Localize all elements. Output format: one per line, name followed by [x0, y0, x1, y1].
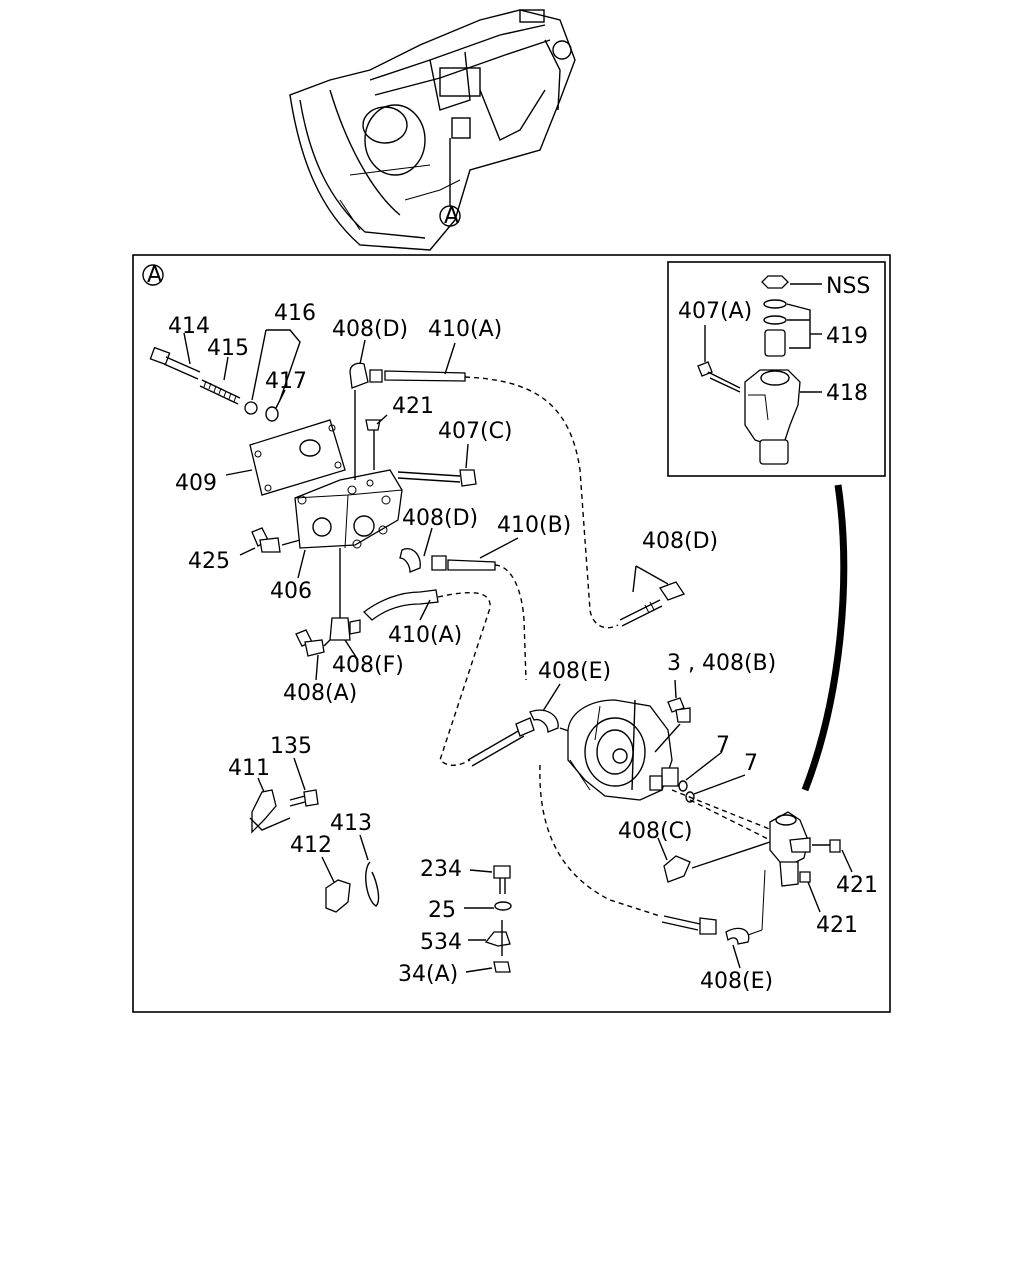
elbow-408c: [663, 855, 691, 883]
pipe-410a-mid: [363, 589, 439, 621]
label-419: 419: [826, 324, 868, 349]
clip-412: [325, 879, 351, 913]
label-410a-mid: 410(A): [388, 623, 462, 648]
view-marker-a-frame: A: [147, 263, 162, 288]
label-410b: 410(B): [497, 513, 571, 538]
label-7a: 7: [716, 733, 730, 758]
pipe-410b: [447, 559, 496, 571]
elbow-408d-mid: [399, 548, 421, 573]
label-nss: NSS: [826, 274, 870, 299]
stud-415: [199, 379, 241, 405]
label-417: 417: [265, 369, 307, 394]
label-408f: 408(F): [332, 653, 404, 678]
label-414: 414: [168, 314, 210, 339]
plug-421-r1: [829, 839, 841, 853]
tee-408f: [329, 617, 361, 641]
label-410a-top: 410(A): [428, 317, 502, 342]
label-412: 412: [290, 833, 332, 858]
label-534: 534: [420, 930, 462, 955]
clip-413: [365, 861, 380, 907]
fitting-408e-bottom: [661, 915, 750, 945]
plug-421-top: [365, 419, 381, 431]
label-408e-bottom: 408(E): [700, 969, 773, 994]
inset-frame: [667, 261, 886, 477]
label-408e-mid: 408(E): [538, 659, 611, 684]
label-411: 411: [228, 756, 270, 781]
label-421-r1: 421: [836, 873, 878, 898]
label-408d-mid: 408(D): [402, 506, 478, 531]
label-408c: 408(C): [618, 819, 693, 844]
fitting-408b: [667, 697, 691, 723]
fitting-425: [251, 527, 301, 553]
valve-418-right: [769, 811, 830, 887]
label-407c: 407(C): [438, 419, 513, 444]
label-408d-right: 408(D): [642, 529, 718, 554]
hardware-stack: [484, 865, 512, 973]
inset-parts: [697, 275, 822, 465]
label-34a: 34(A): [398, 962, 458, 987]
view-callout-a-top: A: [439, 204, 461, 229]
label-234: 234: [420, 857, 462, 882]
valve-block-406: [294, 469, 403, 549]
label-409: 409: [175, 471, 217, 496]
bolt-414: [149, 346, 201, 380]
label-413: 413: [330, 811, 372, 836]
bracket-411: [249, 789, 291, 834]
label-418: 418: [826, 381, 868, 406]
label-406: 406: [270, 579, 312, 604]
label-135: 135: [270, 734, 312, 759]
label-408d-top: 408(D): [332, 317, 408, 342]
plate-409: [249, 419, 346, 496]
fitting-408d-right: [619, 581, 685, 627]
label-3-408b: 3 , 408(B): [667, 651, 776, 676]
bolt-135: [289, 789, 319, 807]
label-415: 415: [207, 336, 249, 361]
label-416: 416: [274, 301, 316, 326]
ring-417: [265, 406, 279, 422]
label-407a: 407(A): [678, 299, 752, 324]
plug-421-r2: [799, 871, 811, 883]
nut-416: [244, 401, 258, 415]
label-408a: 408(A): [283, 681, 357, 706]
oring-7a: [678, 780, 688, 792]
fitting-408e-mid: [467, 709, 559, 767]
shift-valve-assembly: [567, 699, 679, 801]
transmission-illustration: [289, 9, 576, 251]
label-7b: 7: [744, 751, 758, 776]
pipe-410a-top: [384, 370, 466, 382]
view-marker-a: A: [444, 204, 459, 229]
oring-7b: [685, 791, 695, 803]
bolt-407c: [397, 469, 477, 487]
inset-link-arrow: [801, 484, 848, 792]
label-425: 425: [188, 549, 230, 574]
detail-frame: [132, 254, 891, 1013]
elbow-408a: [295, 629, 331, 657]
view-callout-a-frame: A: [142, 263, 164, 288]
label-421-r2: 421: [816, 913, 858, 938]
label-25: 25: [428, 898, 456, 923]
elbow-408d-top: [349, 362, 369, 389]
label-421-top: 421: [392, 394, 434, 419]
